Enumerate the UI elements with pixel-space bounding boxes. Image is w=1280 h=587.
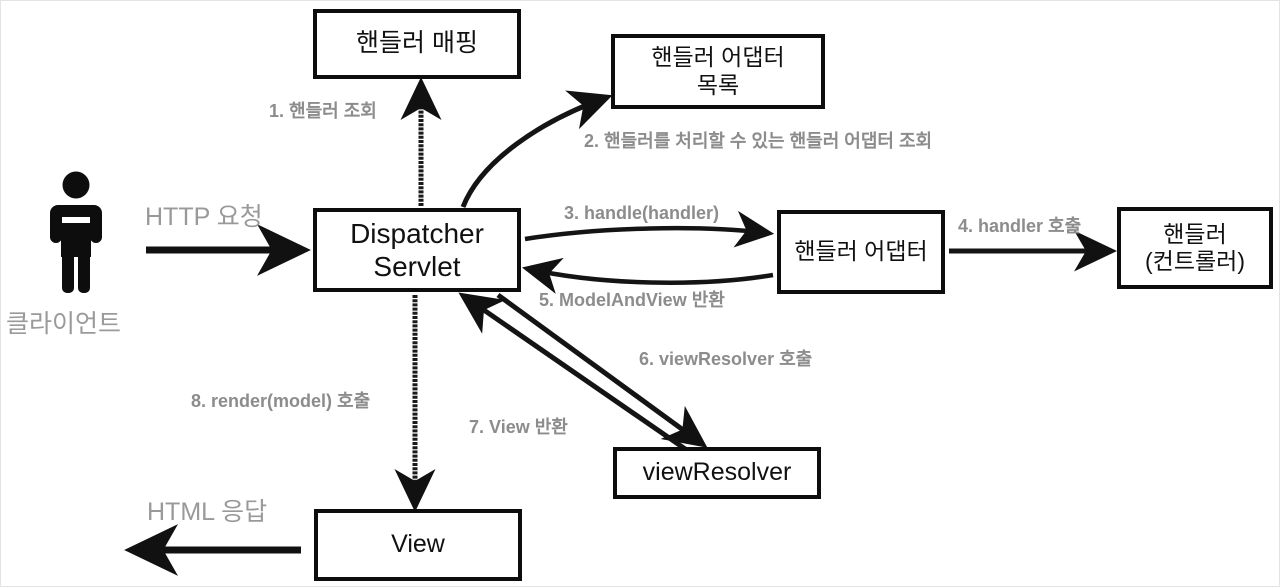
node-view-resolver[interactable]: viewResolver [613,447,821,499]
label-step-8: 8. render(model) 호출 [191,391,371,411]
label-http-response: HTML 응답 [147,498,268,526]
node-dispatcher-servlet[interactable]: Dispatcher Servlet [313,208,521,292]
node-view-label: View [391,530,445,559]
node-view-resolver-label: viewResolver [642,458,792,487]
arrow-step-5 [521,257,774,294]
node-view[interactable]: View [314,509,522,581]
node-handler-adapter-list[interactable]: 핸들러 어댑터 목록 [611,34,825,109]
label-step-4: 4. handler 호출 [958,216,1082,236]
label-client: 클라이언트 [6,310,122,338]
label-step-2: 2. 핸들러를 처리할 수 있는 핸들러 어댑터 조회 [584,131,933,151]
label-step-5: 5. ModelAndView 반환 [539,290,725,310]
node-handler-adapter-list-label: 핸들러 어댑터 목록 [651,44,785,98]
arrow-step-7 [458,292,693,456]
node-dispatcher-servlet-label: Dispatcher Servlet [350,217,484,282]
label-http-request: HTTP 요청 [145,203,263,231]
node-handler-mapping-label: 핸들러 매핑 [356,29,478,58]
node-handler-controller[interactable]: 핸들러 (컨트롤러) [1117,207,1273,289]
node-handler-mapping[interactable]: 핸들러 매핑 [313,9,521,79]
label-step-1: 1. 핸들러 조회 [269,101,377,121]
label-step-6: 6. viewResolver 호출 [639,349,813,369]
label-step-7: 7. View 반환 [469,417,568,437]
arrow-step-6 [496,292,708,448]
arrow-step-3 [524,210,775,248]
label-step-3: 3. handle(handler) [564,203,720,223]
node-handler-controller-label: 핸들러 (컨트롤러) [1145,220,1245,274]
node-handler-adapter-label: 핸들러 어댑터 [794,238,928,265]
node-handler-adapter[interactable]: 핸들러 어댑터 [777,210,945,294]
arrow-step-2 [460,90,613,208]
client-figure-icon [50,171,102,293]
